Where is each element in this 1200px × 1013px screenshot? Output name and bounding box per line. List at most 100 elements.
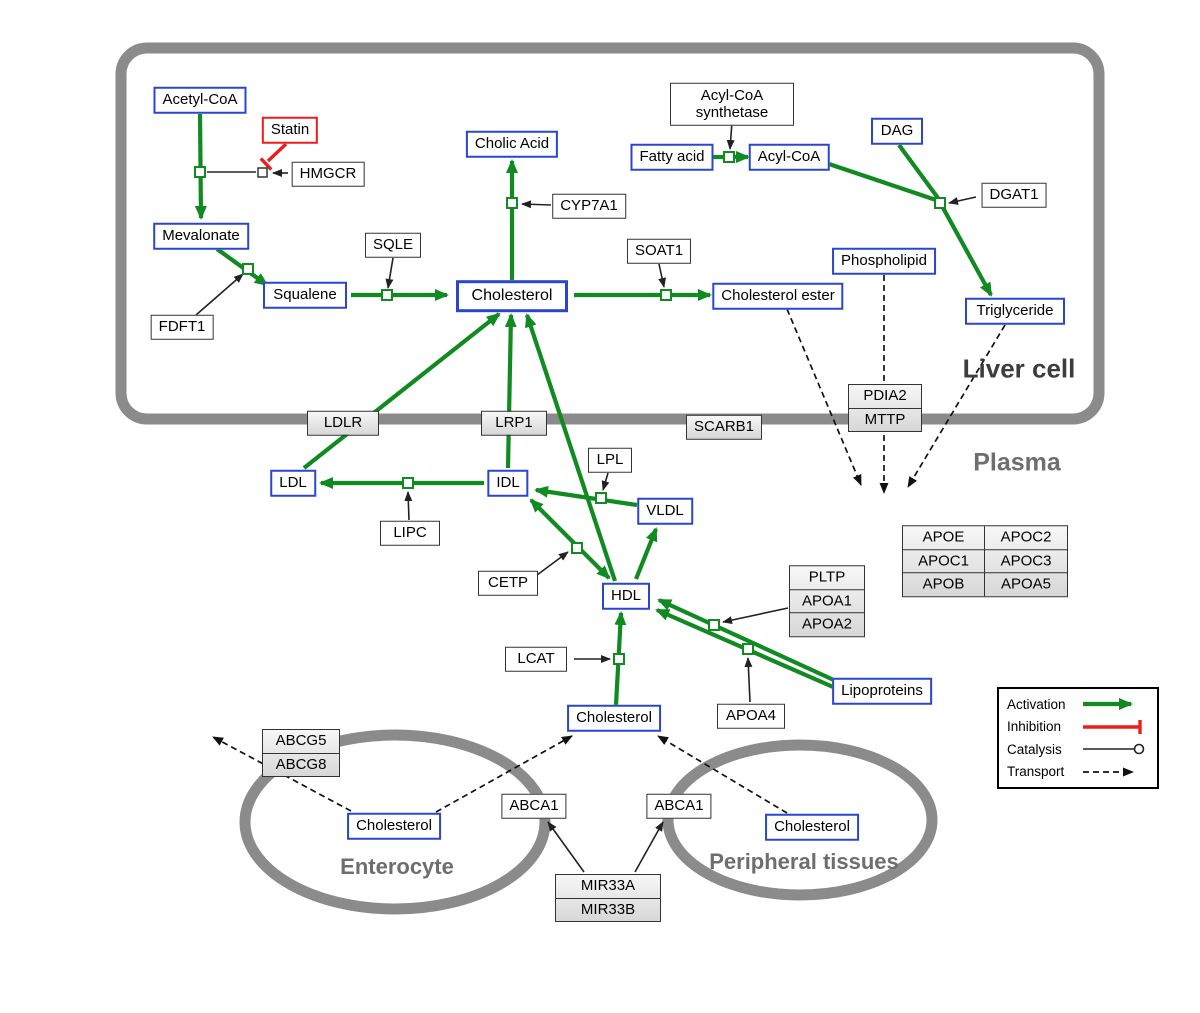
node-apoa4[interactable]: APOA4 xyxy=(717,703,785,729)
node-scarb1[interactable]: SCARB1 xyxy=(685,414,763,440)
node-sqle[interactable]: SQLE xyxy=(364,232,422,258)
edge-lipoproteins-hdl-1 xyxy=(657,598,837,683)
node-acyl-coa[interactable]: Acyl-CoA xyxy=(748,143,830,171)
node-pltp[interactable]: PLTP xyxy=(808,568,846,586)
node-fdft1[interactable]: FDFT1 xyxy=(150,314,214,340)
legend-activation-label: Activation xyxy=(1007,696,1066,712)
node-lipoproteins[interactable]: Lipoproteins xyxy=(832,677,932,705)
edge-junction-triglyceride xyxy=(940,204,993,297)
plasma-label: Plasma xyxy=(973,448,1061,477)
node-cholesterol-enterocyte[interactable]: Cholesterol xyxy=(347,812,441,840)
node-apoa5[interactable]: APOA5 xyxy=(985,572,1067,596)
inhibition-tbar-icon xyxy=(1083,719,1142,734)
node-cholesterol-peripheral[interactable]: Cholesterol xyxy=(765,813,859,841)
node-abcg8[interactable]: ABCG8 xyxy=(263,752,339,777)
node-cholesterol-liver[interactable]: Cholesterol xyxy=(456,280,568,312)
node-soat1[interactable]: SOAT1 xyxy=(626,238,692,264)
catalysis-sqle xyxy=(385,257,394,289)
node-mir33a[interactable]: MIR33A xyxy=(580,877,636,894)
legend-transport-label: Transport xyxy=(1007,764,1065,780)
node-apoc2[interactable]: APOC2 xyxy=(1000,528,1052,546)
node-apoa2[interactable]: APOA2 xyxy=(790,612,864,636)
node-idl[interactable]: IDL xyxy=(487,469,529,497)
node-pdia2[interactable]: PDIA2 xyxy=(863,387,907,404)
catalysis-acylcoa-synthetase xyxy=(726,121,735,150)
compartment-membranes xyxy=(115,42,1105,915)
legend-inhibition-label: Inhibition xyxy=(1007,719,1062,735)
node-dag[interactable]: DAG xyxy=(871,117,923,145)
node-apoe[interactable]: APOE xyxy=(903,526,985,549)
transport-cholesterol-efflux-abcg xyxy=(212,736,352,812)
node-pdia2-mttp: PDIA2 MTTP xyxy=(848,384,922,432)
catalysis-fdft1 xyxy=(195,273,244,316)
node-hmgcr[interactable]: HMGCR xyxy=(291,161,365,187)
node-mttp[interactable]: MTTP xyxy=(849,407,921,432)
node-lrp1[interactable]: LRP1 xyxy=(481,410,547,436)
activation-edges xyxy=(194,113,993,706)
node-cetp[interactable]: CETP xyxy=(478,570,538,596)
transport-peripheral-cholesterol-to-plasma xyxy=(657,735,788,814)
regulation-mir33-abca1-right xyxy=(634,821,664,873)
node-hdl[interactable]: HDL xyxy=(601,582,651,610)
node-abca1-right[interactable]: ABCA1 xyxy=(646,793,712,819)
node-abcg5-abcg8: ABCG5 ABCG8 xyxy=(262,729,340,777)
edge-hdl-vldl xyxy=(634,527,658,580)
node-squalene[interactable]: Squalene xyxy=(263,281,347,309)
liver-cell-membrane xyxy=(115,42,1105,425)
node-dgat1[interactable]: DGAT1 xyxy=(981,182,1047,208)
transport-cholesterol-ester-to-plasma xyxy=(786,308,862,486)
liver-cell-label: Liver cell xyxy=(962,353,1076,384)
process-node-squares xyxy=(194,151,946,665)
node-cholesterol-plasma[interactable]: Cholesterol xyxy=(567,704,661,732)
node-lipc[interactable]: LIPC xyxy=(380,520,440,546)
activation-arrow-icon xyxy=(1083,698,1133,711)
legend-row-transport: Transport xyxy=(1007,764,1149,780)
peripheral-tissues-label: Peripheral tissues xyxy=(709,849,899,874)
node-cyp7a1[interactable]: CYP7A1 xyxy=(552,193,626,219)
node-mevalonate[interactable]: Mevalonate xyxy=(153,222,249,250)
node-apoc3[interactable]: APOC3 xyxy=(985,548,1067,573)
node-abcg5[interactable]: ABCG5 xyxy=(275,732,327,749)
node-lcat[interactable]: LCAT xyxy=(505,646,567,672)
inhibition-edge xyxy=(259,142,288,171)
edge-vldl-idl xyxy=(534,485,638,508)
node-cholesterol-ester[interactable]: Cholesterol ester xyxy=(712,282,844,310)
regulation-mir33-abca1-left xyxy=(547,821,585,873)
node-apolipoprotein-table: APOE APOC2 APOC1 APOC3 APOB APOA5 xyxy=(902,525,1068,597)
node-ldlr[interactable]: LDLR xyxy=(307,410,379,436)
edge-acylcoa-junction xyxy=(825,161,937,202)
node-abca1-left[interactable]: ABCA1 xyxy=(501,793,567,819)
node-cholic-acid[interactable]: Cholic Acid xyxy=(465,130,559,158)
node-fatty-acid[interactable]: Fatty acid xyxy=(630,143,714,171)
enterocyte-membrane xyxy=(239,729,551,915)
node-triglyceride[interactable]: Triglyceride xyxy=(965,297,1065,325)
transport-edges xyxy=(212,275,1006,814)
edge-lipoproteins-hdl-2 xyxy=(655,608,857,699)
node-mir33b[interactable]: MIR33B xyxy=(556,897,660,922)
edge-ldl-cholesterol-uptake xyxy=(302,312,501,470)
catalysis-lipc xyxy=(404,491,413,521)
catalysis-cetp xyxy=(532,551,569,579)
node-acetyl-coa[interactable]: Acetyl-CoA xyxy=(153,86,247,114)
node-vldl[interactable]: VLDL xyxy=(637,497,693,525)
node-lpl[interactable]: LPL xyxy=(588,447,632,473)
node-apob[interactable]: APOB xyxy=(903,572,985,596)
catalysis-apoa4 xyxy=(744,657,753,703)
legend-row-activation: Activation xyxy=(1007,696,1149,712)
node-ldl[interactable]: LDL xyxy=(270,469,316,497)
edge-idl-hdl-cetp xyxy=(529,498,611,580)
inhibition-statin-bar xyxy=(259,157,273,171)
node-apoa1[interactable]: APOA1 xyxy=(790,588,864,613)
node-apoc1[interactable]: APOC1 xyxy=(903,548,985,573)
catalysis-apoa1-apoa2 xyxy=(722,607,789,625)
node-acyl-coa-synthetase[interactable]: Acyl-CoA synthetase xyxy=(670,82,794,126)
legend-row-inhibition: Inhibition xyxy=(1007,719,1149,735)
edge-dag-junction xyxy=(897,143,940,200)
catalysis-soat1 xyxy=(658,263,666,288)
node-phospholipid[interactable]: Phospholipid xyxy=(832,247,936,275)
peripheral-tissues-membrane xyxy=(662,739,938,901)
legend: Activation Inhibition Catalysis Transpor… xyxy=(997,687,1159,789)
transport-enterocyte-cholesterol-to-plasma xyxy=(435,735,573,813)
node-statin[interactable]: Statin xyxy=(261,116,319,144)
